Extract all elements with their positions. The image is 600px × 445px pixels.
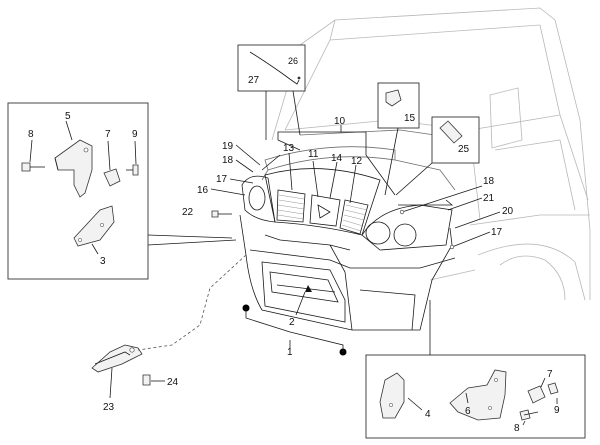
label-16: 16 [197,185,209,196]
marker-17-right [449,244,455,250]
label-23: 23 [103,402,115,413]
bracket-10 [277,125,396,196]
label-18a: 18 [222,155,234,166]
label-17a: 17 [216,174,228,185]
marker-18-right [399,209,405,215]
label-6: 6 [465,406,471,417]
label-25: 25 [458,144,470,155]
detail-box-left [7,102,149,280]
label-11: 11 [308,149,319,160]
detail-box-pin [395,116,480,196]
label-4: 4 [425,409,431,420]
label-1: 1 [287,347,293,358]
label-14: 14 [331,153,343,164]
label-7a: 7 [105,129,111,140]
leader-lines-main [210,144,501,350]
label-24: 24 [167,377,179,388]
detail-box-cable [237,44,306,140]
label-27-text: 27 [248,75,260,86]
label-15: 15 [404,113,416,124]
label-10: 10 [334,116,346,127]
radiator-grille [264,168,381,236]
label-12: 12 [351,156,363,167]
label-9b: 9 [554,405,560,416]
label-19: 19 [222,141,234,152]
label-26: 26 [288,56,298,66]
front-bumper [239,214,456,331]
label-21: 21 [483,193,495,204]
label-8a: 8 [28,129,34,140]
detail-box-right [365,354,586,439]
label-8b: 8 [514,423,520,434]
label-3: 3 [100,256,106,267]
detail-box-clip [377,82,420,196]
screw-22 [211,210,232,218]
label-22: 22 [182,207,194,218]
label-17b: 17 [491,227,503,238]
label-7b: 7 [547,369,553,380]
label-9a: 9 [132,129,138,140]
van-body-outline [271,7,591,301]
label-18b: 18 [483,176,495,187]
label-20: 20 [502,206,514,217]
label-5: 5 [65,111,71,122]
hood-latch [91,254,247,399]
part-labels: 5 8 7 9 3 26 27 15 25 10 19 18 17 16 22 … [28,56,560,434]
label-2: 2 [289,317,295,328]
marker-2-arrow [305,285,312,292]
assembly-bracket-1 [245,308,344,352]
label-13: 13 [283,143,295,154]
headlamp-left [241,175,276,223]
headlamp-right [361,199,454,251]
leader-lines [147,154,431,355]
